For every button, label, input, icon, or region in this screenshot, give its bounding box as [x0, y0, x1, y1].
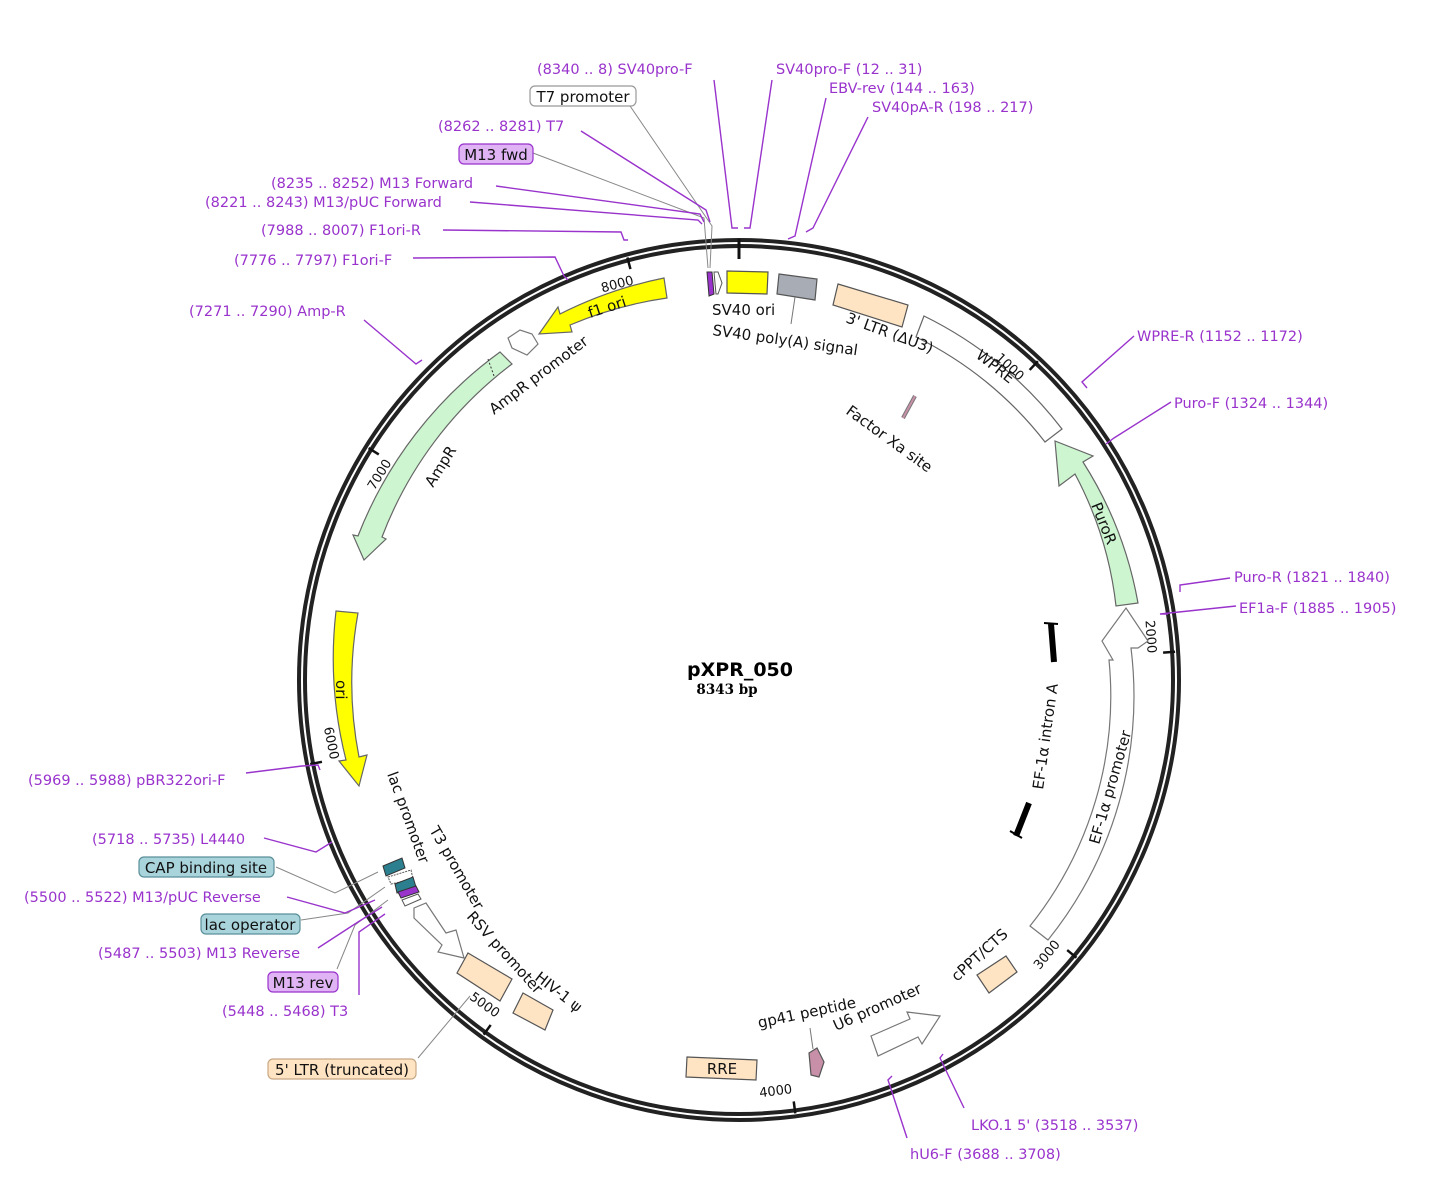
- feature-ef1a-promoter[interactable]: [1029, 606, 1149, 941]
- label-sv40-ori: SV40 ori: [712, 301, 775, 319]
- label-sv40-polya: SV40 poly(A) signal: [711, 321, 859, 359]
- primer-label[interactable]: (5487 .. 5503) M13 Reverse: [98, 946, 300, 962]
- feature-rre[interactable]: [685, 1056, 758, 1081]
- plasmid-name: pXPR_050: [687, 659, 793, 681]
- primer-label[interactable]: (8235 .. 8252) M13 Forward: [271, 176, 473, 192]
- boxed-label-5-ltr[interactable]: 5' LTR (truncated): [267, 1058, 417, 1080]
- primer-label[interactable]: SV40pro-F (12 .. 31): [776, 62, 922, 78]
- label-ef1a-intron: EF-1α intron A: [1029, 682, 1062, 791]
- tick-label: 2000: [1142, 620, 1159, 654]
- primer-label[interactable]: EF1a-F (1885 .. 1905): [1239, 601, 1396, 617]
- feature-sv40-ori[interactable]: [726, 270, 769, 295]
- feature-5-ltr[interactable]: [456, 952, 513, 1002]
- label-lac-promoter: lac promoter: [383, 769, 433, 866]
- leader-line: [790, 296, 796, 325]
- primer-label[interactable]: (7776 .. 7797) F1ori-F: [234, 253, 392, 269]
- primer-label[interactable]: (8340 .. 8) SV40pro-F: [537, 62, 693, 78]
- feature-m13-fwd-mark[interactable]: [706, 271, 715, 297]
- primer-label[interactable]: Puro-F (1324 .. 1344): [1174, 396, 1328, 412]
- primer-label[interactable]: hU6-F (3688 .. 3708): [910, 1147, 1061, 1163]
- feature-u6-promoter[interactable]: [870, 1011, 942, 1057]
- primer-label[interactable]: (5448 .. 5468) T3: [222, 1004, 348, 1020]
- tick-mark: [792, 1101, 797, 1114]
- boxed-label-t7-promoter[interactable]: T7 promoter: [529, 85, 637, 107]
- feature-sv40-polya[interactable]: [776, 273, 818, 301]
- feature-leaders: [275, 102, 713, 1059]
- leader-line: [809, 1027, 814, 1050]
- tick-mark: [309, 760, 323, 766]
- feature-hiv1-psi[interactable]: [512, 992, 554, 1031]
- tick-mark: [1163, 650, 1176, 654]
- label-ori: ori: [332, 680, 350, 700]
- tick-label: 4000: [758, 1082, 793, 1101]
- tick-label: 3000: [1031, 938, 1064, 973]
- feature-rsv-promoter[interactable]: [413, 902, 465, 959]
- tick-mark: [1028, 360, 1039, 371]
- boxed-label-m13-fwd[interactable]: M13 fwd: [458, 143, 534, 165]
- primer-label[interactable]: (5500 .. 5522) M13/pUC Reverse: [24, 890, 261, 906]
- feature-gp41-peptide[interactable]: [808, 1047, 825, 1078]
- feature-factor-xa[interactable]: [901, 395, 917, 419]
- feature-cppt-cts[interactable]: [976, 955, 1018, 994]
- label-ampr-promoter: AmpR promoter: [486, 332, 593, 419]
- feature-wpre[interactable]: [915, 315, 1063, 443]
- svg-text:T7 promoter: T7 promoter: [535, 88, 630, 106]
- feature-m13-rev-mark[interactable]: [397, 885, 420, 899]
- feature-ori[interactable]: [332, 610, 368, 788]
- feature-f1-ori[interactable]: [537, 277, 668, 335]
- feature-ampr-promoter[interactable]: [507, 329, 539, 356]
- label-f1-ori: f1 ori: [586, 293, 629, 322]
- svg-text:lac operator: lac operator: [205, 916, 297, 934]
- label-rre: RRE: [707, 1060, 737, 1078]
- tick-mark: [626, 257, 632, 270]
- feature-ef1a-intron[interactable]: [1009, 622, 1059, 839]
- primer-label[interactable]: SV40pA-R (198 .. 217): [872, 100, 1033, 116]
- label-factor-xa: Factor Xa site: [843, 402, 936, 477]
- boxed-label-m13-rev[interactable]: M13 rev: [267, 971, 339, 993]
- primer-label[interactable]: Puro-R (1821 .. 1840): [1234, 570, 1390, 586]
- primer-label[interactable]: WPRE-R (1152 .. 1172): [1137, 329, 1303, 345]
- primer-label[interactable]: LKO.1 5' (3518 .. 3537): [971, 1118, 1138, 1134]
- primer-label[interactable]: (8262 .. 8281) T7: [438, 119, 564, 135]
- tick-mark: [367, 447, 380, 456]
- plasmid-length: 8343 bp: [696, 682, 757, 698]
- primer-leaders: [245, 79, 1237, 1139]
- primer-label[interactable]: (5969 .. 5988) pBR322ori-F: [28, 773, 226, 789]
- feature-t3-promoter-mark[interactable]: [401, 893, 422, 907]
- feature-cap-binding-site[interactable]: [382, 857, 406, 877]
- feature-puror[interactable]: [1054, 440, 1139, 607]
- feature-t7-promoter-mark[interactable]: [713, 271, 723, 295]
- primer-label[interactable]: (8221 .. 8243) M13/pUC Forward: [205, 195, 442, 211]
- primer-label[interactable]: (7271 .. 7290) Amp-R: [189, 304, 346, 320]
- tick-label: 6000: [320, 726, 341, 761]
- primer-label[interactable]: (7988 .. 8007) F1ori-R: [261, 223, 421, 239]
- svg-text:M13 fwd: M13 fwd: [464, 146, 528, 164]
- primer-label[interactable]: (5718 .. 5735) L4440: [92, 832, 245, 848]
- tick-mark: [1066, 949, 1078, 959]
- svg-text:CAP binding site: CAP binding site: [145, 859, 267, 877]
- tick-mark: [482, 1024, 492, 1036]
- label-t3-promoter: T3 promoter: [425, 822, 488, 913]
- boxed-label-cap-binding-site[interactable]: CAP binding site: [138, 856, 275, 878]
- svg-text:5' LTR (truncated): 5' LTR (truncated): [275, 1061, 409, 1079]
- boxed-label-lac-operator[interactable]: lac operator: [200, 913, 301, 935]
- feature-3-ltr[interactable]: [832, 283, 909, 328]
- primer-label[interactable]: EBV-rev (144 .. 163): [829, 81, 975, 97]
- feature-ampr[interactable]: [351, 351, 513, 562]
- svg-text:M13 rev: M13 rev: [273, 974, 334, 992]
